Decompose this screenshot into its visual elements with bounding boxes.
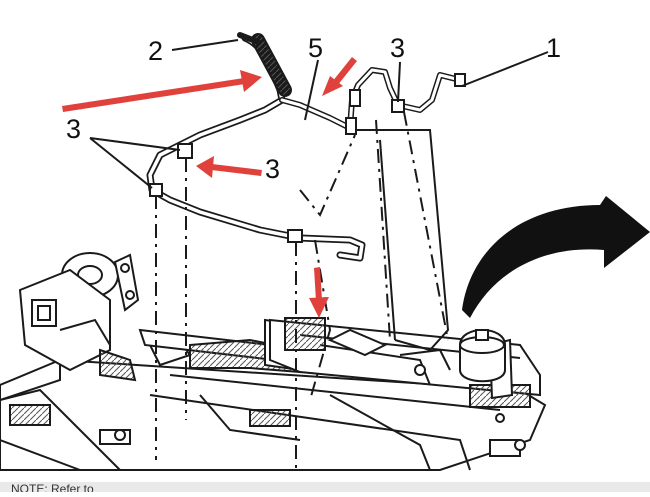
rotation-arrow	[462, 196, 650, 318]
red-arrows	[62, 57, 357, 318]
callout-leaders	[89, 39, 549, 189]
pressure-hose-assembly	[146, 32, 463, 262]
note-text: NOTE: Refer to	[11, 482, 94, 492]
callout-2: 2	[148, 36, 163, 66]
callout-5: 5	[308, 33, 323, 63]
note-bar: NOTE: Refer to	[0, 482, 650, 492]
callout-3-top: 3	[390, 33, 405, 63]
knuckle-assembly	[18, 252, 192, 382]
callout-1: 1	[546, 33, 561, 63]
hose-clips	[149, 73, 466, 243]
red-arrow-middle	[196, 156, 262, 178]
red-arrow-left	[62, 70, 262, 112]
callout-3-left: 3	[66, 114, 81, 144]
bracket-panel	[355, 129, 450, 352]
steering-rack	[269, 317, 541, 423]
red-arrow-down	[309, 267, 329, 318]
frame-crossmember	[0, 358, 547, 471]
red-arrow-top	[322, 57, 357, 96]
callout-3-middle: 3	[265, 154, 280, 184]
